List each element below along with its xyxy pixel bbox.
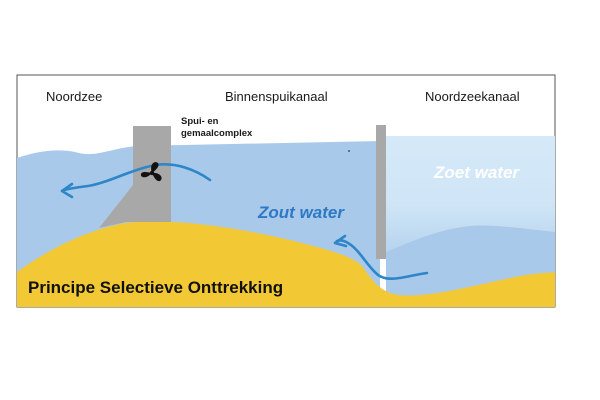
region-label-noordzeekanaal: Noordzeekanaal bbox=[425, 89, 520, 104]
region-label-noordzee: Noordzee bbox=[46, 89, 103, 104]
region-label-binnenspuikanaal: Binnenspuikanaal bbox=[225, 89, 328, 104]
flow-arrow-main bbox=[62, 163, 212, 192]
water-speck bbox=[348, 150, 350, 152]
flow-arrow-bottom bbox=[335, 239, 429, 280]
salt-water-label: Zout water bbox=[258, 203, 344, 222]
propeller-icon bbox=[140, 162, 162, 182]
seabed-sand bbox=[17, 221, 555, 307]
fresh-water-layer bbox=[386, 136, 555, 252]
sluice-wall bbox=[376, 125, 386, 259]
complex-label: Spui- en gemaalcomplex bbox=[181, 116, 252, 140]
complex-label-line2: gemaalcomplex bbox=[181, 128, 253, 139]
diagram-title: Principe Selectieve Onttrekking bbox=[28, 278, 284, 297]
fresh-water-label: Zoet water bbox=[434, 163, 520, 182]
flow-arrowhead-bottom bbox=[333, 234, 348, 248]
complex-label-line1: Spui- en bbox=[181, 116, 219, 127]
complex-dam bbox=[99, 164, 171, 228]
complex-building bbox=[133, 126, 171, 164]
flow-arrowhead-main bbox=[60, 182, 74, 199]
